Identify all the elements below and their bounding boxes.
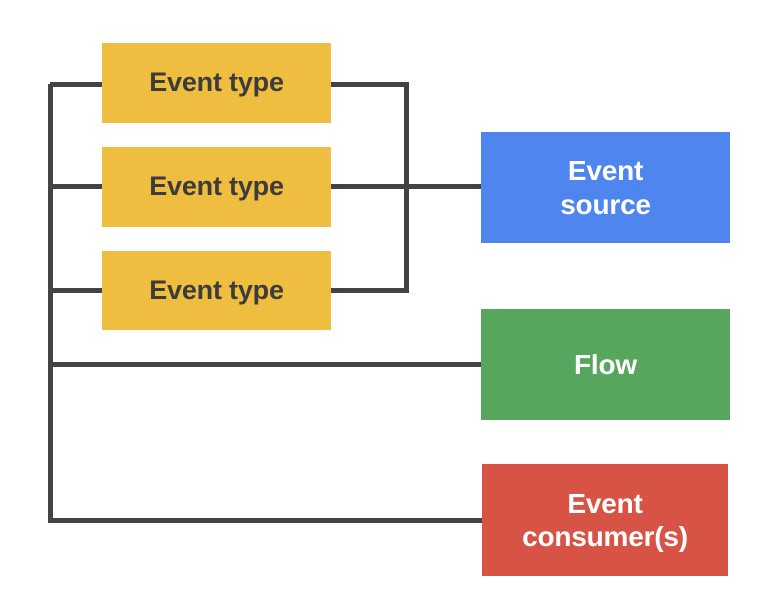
event-consumer-label: Event consumer(s)	[522, 487, 688, 552]
event-type-label-1: Event type	[149, 67, 284, 98]
event-type-box-2[interactable]: Event type	[102, 147, 331, 227]
event-type-label-2: Event type	[149, 171, 284, 202]
event-type-box-1[interactable]: Event type	[102, 43, 331, 123]
event-type-label-3: Event type	[149, 274, 284, 305]
event-type-box-3[interactable]: Event type	[102, 251, 331, 330]
event-consumer-box[interactable]: Event consumer(s)	[482, 464, 728, 576]
flow-label: Flow	[574, 348, 637, 380]
event-source-label: Event source	[560, 155, 651, 220]
event-source-box[interactable]: Event source	[481, 132, 730, 243]
flow-box[interactable]: Flow	[481, 309, 730, 420]
